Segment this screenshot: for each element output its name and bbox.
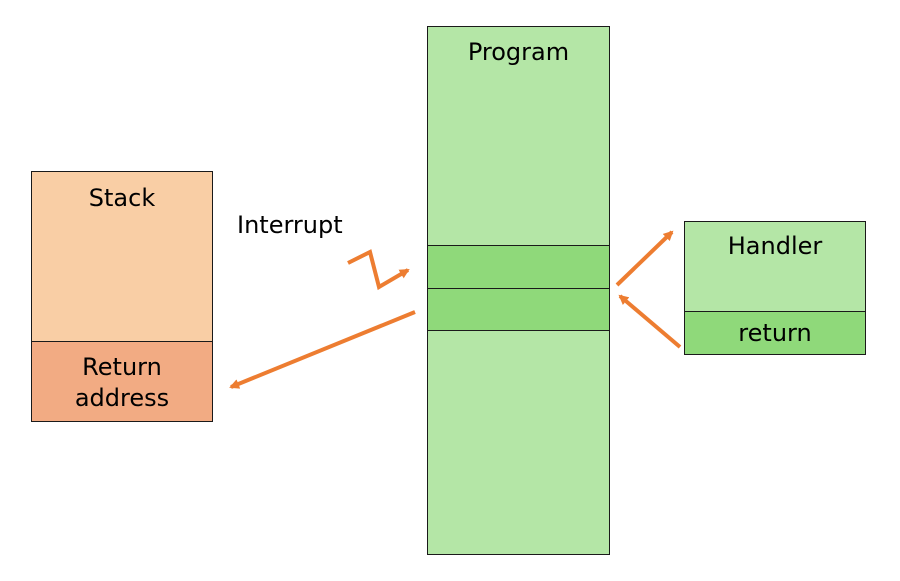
handler-title: Handler	[727, 232, 823, 260]
stack-title: Stack	[88, 184, 156, 212]
handler-box: Handler	[684, 221, 866, 312]
push-return-address-arrow	[229, 310, 416, 389]
handler-return-box: return	[684, 311, 866, 355]
interrupted-instruction-block	[427, 245, 610, 289]
program-title: Program	[467, 38, 570, 66]
return-from-handler-arrow	[618, 294, 682, 349]
return-address-box: Return address	[31, 341, 213, 422]
interrupt-label: Interrupt	[237, 211, 343, 239]
next-instruction-block	[427, 288, 610, 331]
stack-box: Stack	[31, 171, 213, 342]
interrupt-lightning-arrow	[347, 249, 410, 291]
handler-return-label: return	[738, 319, 812, 347]
return-address-label-line1: Return	[82, 353, 162, 381]
jump-to-handler-arrow	[615, 230, 674, 287]
return-address-label-line2: address	[74, 384, 170, 412]
